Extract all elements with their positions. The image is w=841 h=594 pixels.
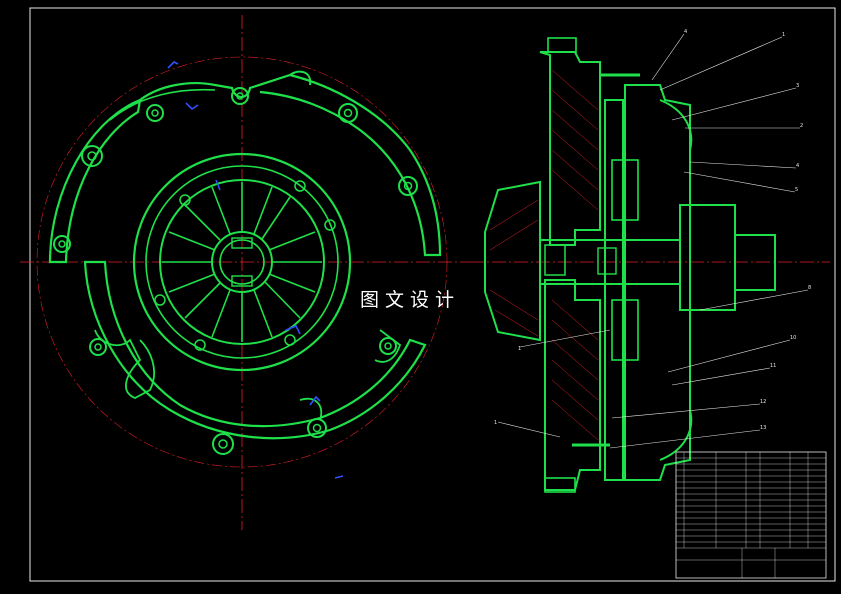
callout-leaders [497,33,809,449]
callout-6: 5 [795,187,798,193]
cover-left-arc [48,98,142,264]
spline-hub [597,247,617,275]
ring-gear-bottom [544,477,576,493]
callout-4: 2 [800,123,803,129]
section-hatch [489,69,599,441]
shaft-extension [735,234,776,291]
keyway-top [231,237,253,249]
diaphragm-outer [159,179,325,345]
callout-10: 12 [760,399,766,405]
cover-top-arc [139,73,442,257]
cover-bottom-arc [83,260,427,440]
callout-1: 4 [684,29,687,35]
callout-5: 4 [796,163,799,169]
spline-bore [219,239,265,285]
drive-strap-left [94,329,155,399]
release-bearing [679,204,736,311]
diaphragm-top [659,99,693,151]
callout-8: 10 [790,335,796,341]
pilot-bearing [544,244,566,276]
cover-inner-arc [109,88,216,121]
pressure-plate-outer [132,152,352,372]
rivets [154,180,336,351]
section-view [470,37,830,493]
crank-hub [484,180,541,342]
bolt-holes [53,87,418,455]
watermark: 图文设计 [360,289,460,311]
damper-spring-bottom [611,299,639,361]
blue-markers [167,61,344,479]
bolt-circle [36,56,448,468]
drawing-border [29,7,836,582]
keyway-bottom [231,275,253,287]
pressure-plate-inner [145,165,339,359]
drive-strap-bottom [299,397,323,421]
callout-2: 1 [782,32,785,38]
callout-labels: 4 1 3 2 4 5 8 10 11 12 13 1 1 [494,29,811,431]
clutch-disc [604,99,624,481]
title-block [675,451,827,579]
callout-9: 11 [770,363,776,369]
callout-12: 1 [518,346,521,352]
callout-7: 8 [808,285,811,291]
callout-3: 3 [796,83,799,89]
damper-spring-top [611,159,639,221]
callout-11: 13 [760,425,766,431]
drive-strap-right [374,329,402,363]
flywheel-lower [544,279,601,491]
pressure-plate-section [624,84,691,481]
flywheel-upper [539,51,601,246]
front-view [20,15,470,530]
cover-lug [289,70,312,86]
ring-gear-top [547,37,577,53]
callout-13: 1 [494,420,497,426]
diaphragm-fingers [162,182,322,342]
